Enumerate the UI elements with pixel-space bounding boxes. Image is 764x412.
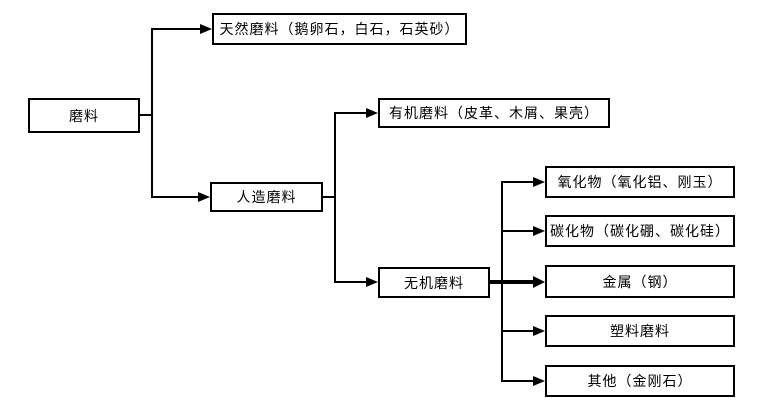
connector-root-to-artificial [151,196,199,198]
arrowhead-icon [200,24,212,34]
connector-artificial-to-organic [334,112,366,114]
node-abrasive: 磨料 [28,98,140,133]
arrowhead-icon [533,276,545,288]
arrowhead-icon [533,226,545,236]
node-organic-abrasive: 有机磨料（皮革、木屑、果壳） [378,98,610,128]
connector-inorganic-to-plastic [501,330,533,332]
node-natural-abrasive: 天然磨料（鹅卵石，白石，石英砂） [212,13,467,45]
connector-inorganic-to-other [501,380,533,382]
arrowhead-icon [533,177,545,187]
node-oxides: 氧化物（氧化铝、刚玉） [545,166,735,198]
arrowhead-icon [366,277,378,287]
arrowhead-icon [366,108,378,118]
connector-inorganic-to-metal [490,280,533,284]
connector-root-to-natural [151,28,201,30]
node-other: 其他（金刚石） [545,365,735,397]
connector-inorganic-to-carbides [501,230,533,232]
connector-inorganic-rail [501,181,503,382]
node-artificial-abrasive: 人造磨料 [210,182,323,212]
arrowhead-icon [533,326,545,336]
node-inorganic-abrasive: 无机磨料 [378,267,490,298]
arrowhead-icon [533,376,545,386]
connector-root-rail [151,29,153,198]
connector-root-stub [140,114,152,116]
node-carbides: 碳化物（碳化硼、碳化硅） [545,215,735,247]
arrowhead-icon [198,192,210,202]
node-metal: 金属（钢） [545,265,735,298]
node-plastic-abrasive: 塑料磨料 [545,315,735,347]
connector-artificial-rail [334,112,336,283]
connector-artificial-stub [323,196,335,198]
connector-inorganic-to-oxides [501,181,533,183]
connector-artificial-to-inorganic [334,281,366,283]
